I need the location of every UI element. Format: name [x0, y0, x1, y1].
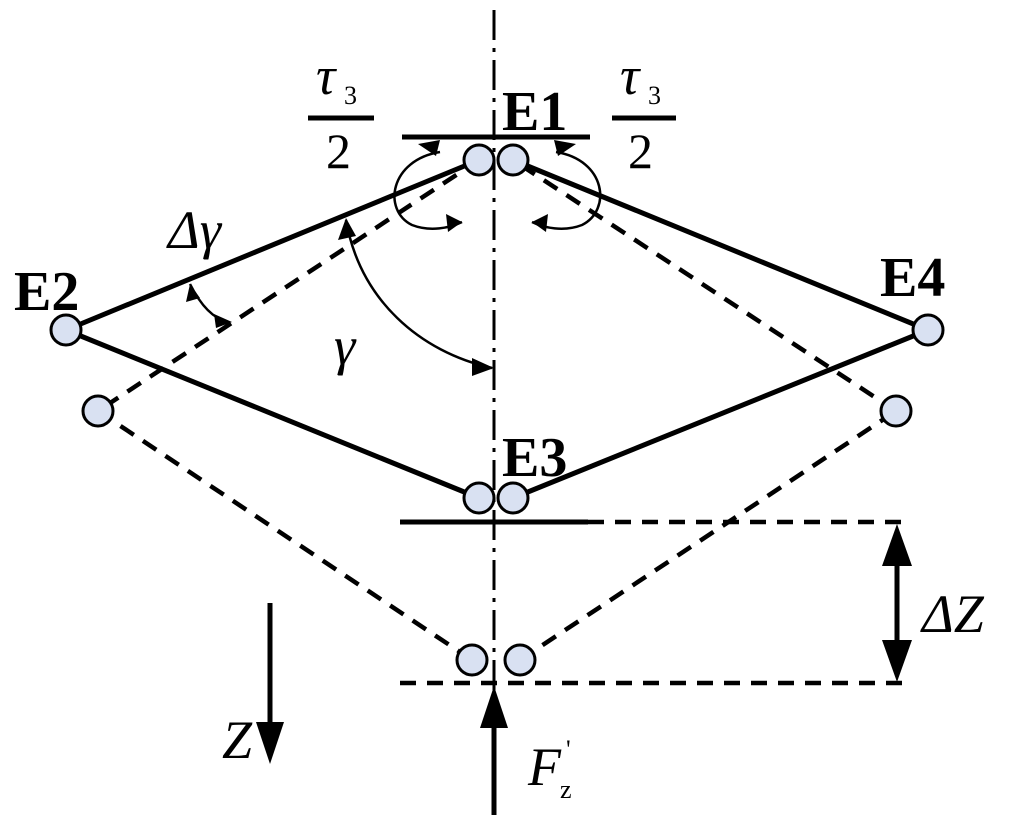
torque-arrow-right-tip — [554, 140, 576, 156]
label-delta-z: ΔZ — [920, 584, 985, 644]
joint-e4-deformed — [879, 394, 913, 428]
link-e3-e4 — [512, 327, 929, 501]
joint-e3-deformed-right — [503, 643, 537, 677]
delta-z-arrow-up — [882, 524, 912, 566]
gamma-arc — [344, 219, 493, 370]
joint-e1-right — [496, 143, 530, 177]
joint-e2-deformed — [81, 394, 115, 428]
torque-arrow-left-head — [446, 214, 462, 232]
tau-right-denominator: 2 — [628, 123, 653, 179]
label-force-prime: ' — [566, 735, 571, 764]
link-e1-e2-deformed — [96, 158, 481, 413]
tau-left-subscript: 3 — [344, 81, 357, 110]
label-force-subscript: z — [560, 775, 572, 804]
link-e2-e3 — [65, 327, 480, 501]
torque-arrow-left-tip — [418, 140, 440, 156]
gamma-arrow-b — [472, 358, 494, 376]
link-e3-e4-deformed — [518, 409, 898, 662]
label-e4: E4 — [880, 247, 945, 309]
link-e4-e1 — [512, 157, 929, 333]
z-axis-arrow-head — [256, 722, 284, 764]
tau-right-subscript: 3 — [648, 81, 661, 110]
gamma-arrow-a — [338, 218, 356, 240]
delta-z-arrow-down — [882, 640, 912, 682]
link-e4-e1-deformed — [511, 158, 898, 413]
joint-e1-left — [462, 143, 496, 177]
joint-e3-right — [496, 481, 530, 515]
joint-e4 — [911, 313, 945, 347]
tau-right-numerator: τ — [620, 46, 641, 106]
tau-left-numerator: τ — [316, 46, 337, 106]
joint-e2 — [49, 313, 83, 347]
torque-arc-left — [393, 150, 463, 230]
joint-e3-deformed-left — [455, 643, 489, 677]
delta-gamma-arrow-b — [214, 314, 232, 328]
delta-gamma-arrow-a — [186, 284, 200, 302]
label-e3: E3 — [502, 427, 567, 489]
tau-left-denominator: 2 — [326, 123, 351, 179]
link-e1-e2 — [65, 157, 480, 333]
torque-arrow-right-head — [532, 214, 548, 232]
label-delta-gamma: Δγ — [166, 200, 223, 260]
label-e1: E1 — [502, 81, 567, 143]
torque-arc-right — [531, 150, 602, 230]
delta-gamma-arc — [188, 283, 229, 324]
label-force: F — [527, 737, 562, 797]
label-z-axis: Z — [222, 710, 253, 770]
joint-e3-left — [462, 481, 496, 515]
force-arrow-head — [480, 686, 508, 728]
label-gamma: γ — [334, 316, 357, 376]
label-e2: E2 — [14, 261, 79, 323]
link-e2-e3-deformed — [96, 409, 474, 662]
